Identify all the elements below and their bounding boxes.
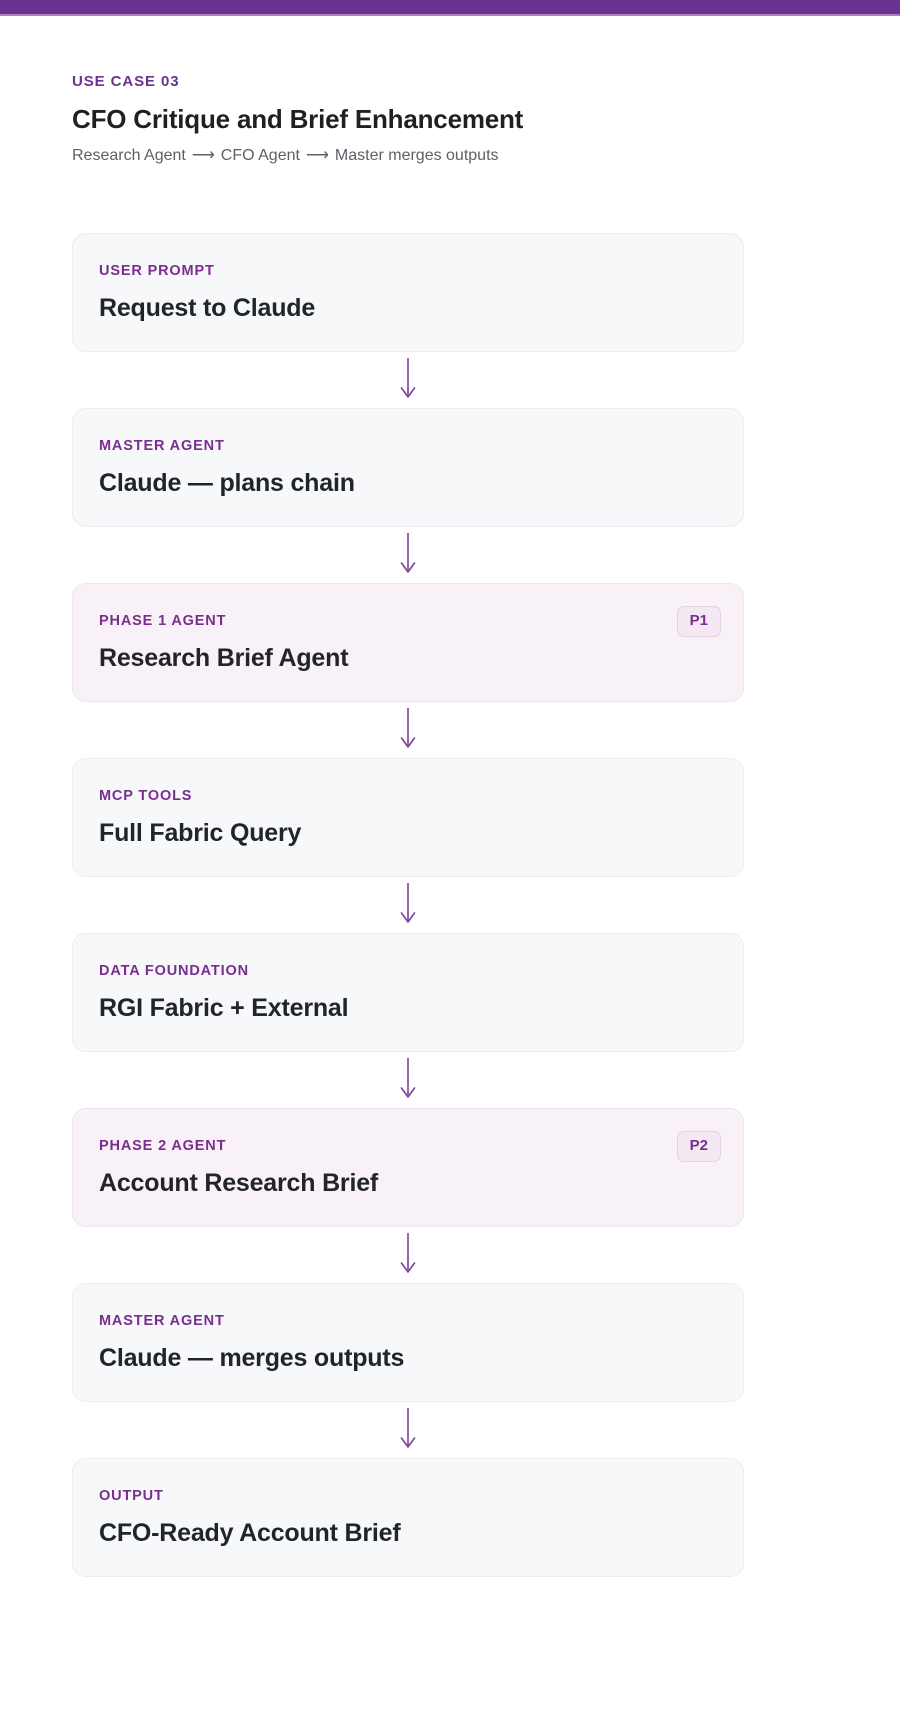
phase-badge: P1	[676, 606, 721, 637]
top-accent-bar	[0, 0, 900, 14]
arrow-down-icon	[400, 883, 416, 923]
flow-connector	[72, 1227, 744, 1283]
phase-badge: P2	[676, 1131, 721, 1162]
arrow-down-icon	[400, 708, 416, 748]
flow-connector	[72, 352, 744, 408]
flow-card-label: MCP TOOLS	[99, 788, 193, 804]
flow-card[interactable]: DATA FOUNDATION RGI Fabric + External	[72, 933, 744, 1052]
flow-card-label: PHASE 1 AGENT	[99, 613, 227, 629]
flow-card[interactable]: OUTPUT CFO-Ready Account Brief	[72, 1458, 744, 1577]
arrow-down-icon	[400, 1233, 416, 1273]
flow-card-label: DATA FOUNDATION	[99, 963, 249, 979]
flow-connector	[72, 1402, 744, 1458]
top-accent-underline	[0, 14, 900, 16]
page-header: USE CASE 03 CFO Critique and Brief Enhan…	[72, 72, 832, 168]
flow-connector	[72, 702, 744, 758]
subtitle-segment-2: CFO Agent	[220, 147, 300, 164]
page-subtitle: Research Agent ⟶ CFO Agent ⟶ Master merges o…	[72, 144, 832, 168]
page-title: CFO Critique and Brief Enhancement	[72, 104, 524, 134]
flow-card-title: Research Brief Agent	[99, 644, 349, 672]
arrow-down-icon	[400, 358, 416, 398]
flow-connector	[72, 527, 744, 583]
flow-card[interactable]: USER PROMPT Request to Claude	[72, 233, 744, 352]
arrow-down-icon	[400, 1408, 416, 1448]
subtitle-segment-3: Master merges outputs	[334, 147, 499, 164]
subtitle-arrow-1-icon: ⟶	[191, 147, 215, 164]
flow-card[interactable]: PHASE 2 AGENT Account Research Brief P2	[72, 1108, 744, 1227]
flow-card-label: MASTER AGENT	[99, 438, 225, 454]
flow-card-label: MASTER AGENT	[99, 1313, 225, 1329]
arrow-down-icon	[400, 533, 416, 573]
flow-card[interactable]: MASTER AGENT Claude — plans chain	[72, 408, 744, 527]
flow-card-title: RGI Fabric + External	[99, 994, 349, 1022]
use-case-eyebrow: USE CASE 03	[72, 73, 180, 90]
flow-connector	[72, 1052, 744, 1108]
flow-card-label: USER PROMPT	[99, 263, 215, 279]
flow-card-title: Account Research Brief	[99, 1169, 379, 1197]
flow-card-label: PHASE 2 AGENT	[99, 1138, 227, 1154]
flow-card[interactable]: MASTER AGENT Claude — merges outputs	[72, 1283, 744, 1402]
flow-card-title: Request to Claude	[99, 294, 316, 322]
subtitle-segment-1: Research Agent	[72, 147, 186, 164]
subtitle-arrow-2-icon: ⟶	[305, 147, 329, 164]
flow-card-label: OUTPUT	[99, 1488, 164, 1504]
flow-card[interactable]: MCP TOOLS Full Fabric Query	[72, 758, 744, 877]
flow-card-title: Full Fabric Query	[99, 819, 302, 847]
flow-card-title: CFO-Ready Account Brief	[99, 1519, 401, 1547]
flow-card-title: Claude — plans chain	[99, 469, 355, 497]
flow-card-title: Claude — merges outputs	[99, 1344, 405, 1372]
flow-card[interactable]: PHASE 1 AGENT Research Brief Agent P1	[72, 583, 744, 702]
arrow-down-icon	[400, 1058, 416, 1098]
flow-connector	[72, 877, 744, 933]
